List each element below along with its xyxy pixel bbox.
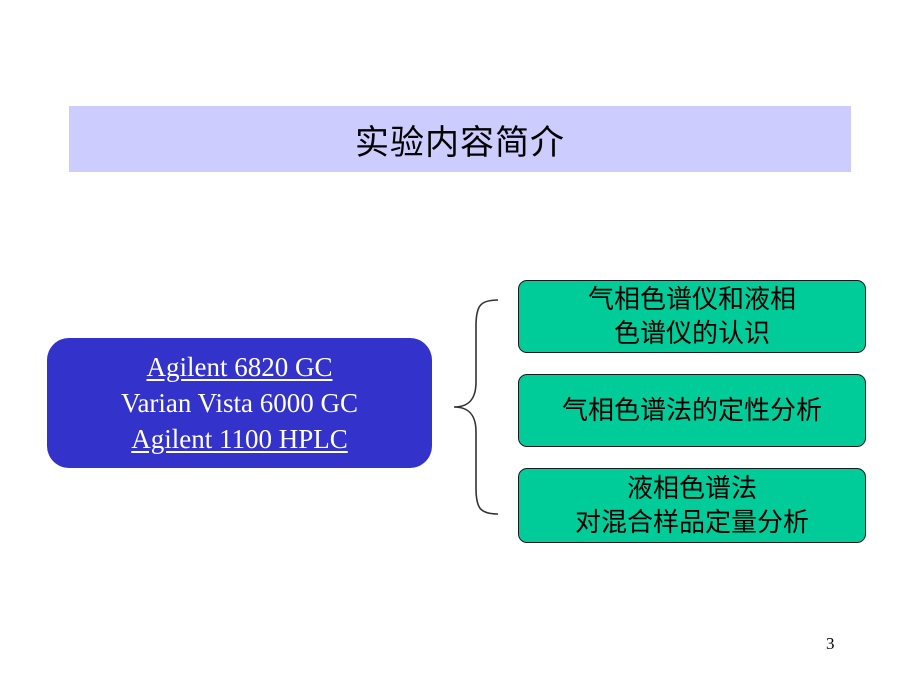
topic-box-lc-quantitative: 液相色谱法 对混合样品定量分析 [518,468,866,543]
topic-line: 液相色谱法 [626,473,757,504]
curly-brace-connector [453,299,499,515]
topic-box-instrument-intro: 气相色谱仪和液相 色谱仪的认识 [518,280,866,353]
title-bar: 实验内容简介 [69,106,851,172]
topic-line: 对混合样品定量分析 [574,507,809,538]
slide-title: 实验内容简介 [355,122,565,163]
instrument-box: Agilent 6820 GC Varian Vista 6000 GC Agi… [47,338,432,468]
topic-box-gc-qualitative: 气相色谱法的定性分析 [518,374,866,447]
instrument-link-agilent-1100[interactable]: Agilent 1100 HPLC [131,424,348,454]
page-number: 3 [826,634,835,653]
topic-line: 气相色谱法的定性分析 [561,395,822,426]
instrument-label-varian-vista: Varian Vista 6000 GC [120,388,359,418]
instrument-link-agilent-6820[interactable]: Agilent 6820 GC [146,352,333,382]
topic-line: 色谱仪的认识 [613,318,770,349]
topic-line: 气相色谱仪和液相 [587,284,796,315]
